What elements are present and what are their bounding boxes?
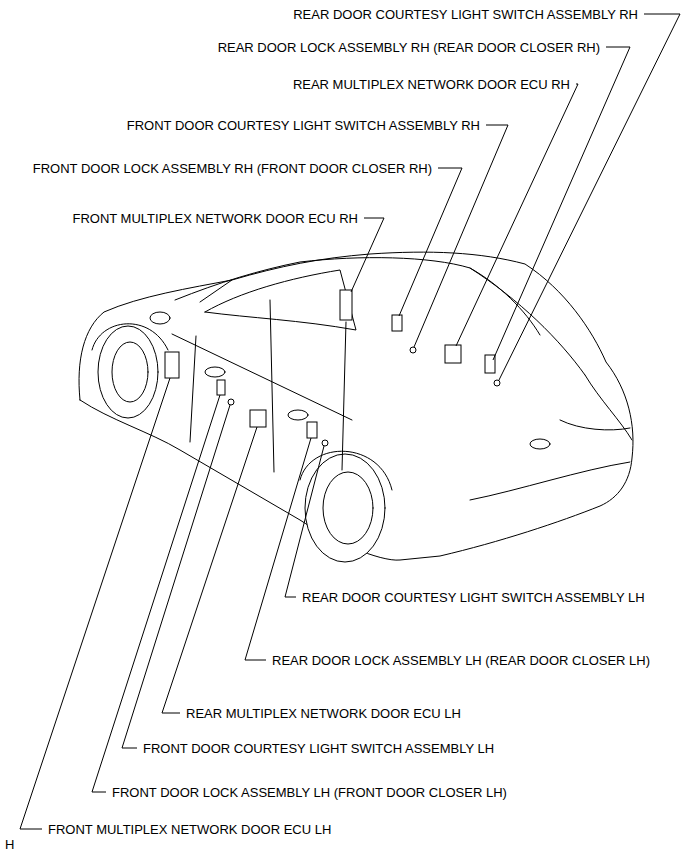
part-label: FRONT DOOR LOCK ASSEMBLY RH (FRONT DOOR … (33, 161, 432, 176)
door-ecu (340, 290, 352, 320)
part-label: FRONT DOOR COURTESY LIGHT SWITCH ASSEMBL… (143, 741, 494, 756)
door-lock (392, 315, 402, 331)
door-ecu (445, 345, 461, 363)
rear-wheel-rim (323, 472, 373, 544)
courtesy-switch (410, 347, 416, 353)
front-door-edge (190, 336, 196, 442)
part-label: FRONT MULTIPLEX NETWORK DOOR ECU RH (72, 211, 358, 226)
door-ecu (250, 410, 266, 427)
door-handle (205, 367, 225, 377)
part-label: REAR DOOR COURTESY LIGHT SWITCH ASSEMBLY… (293, 7, 638, 22)
courtesy-switch (228, 399, 234, 405)
part-label: FRONT DOOR LOCK ASSEMBLY LH (FRONT DOOR … (112, 785, 507, 800)
side-mirror (150, 312, 170, 324)
tail-light (560, 420, 630, 430)
part-label: REAR DOOR LOCK ASSEMBLY LH (REAR DOOR CL… (272, 653, 650, 668)
door-handle (288, 410, 308, 420)
belt-line (172, 334, 352, 420)
figure-code: H (5, 837, 14, 852)
rear-emblem (530, 439, 550, 449)
rear-quarter-edge (342, 322, 346, 470)
leader-line (493, 47, 630, 360)
leader-line (122, 405, 230, 748)
part-label: REAR DOOR LOCK ASSEMBLY RH (REAR DOOR CL… (218, 40, 600, 55)
rear-bumper (470, 462, 630, 500)
leader-line (399, 168, 462, 316)
leader-line (245, 438, 311, 660)
side-window (205, 270, 356, 330)
leader-line (499, 14, 680, 380)
front-wheel (98, 326, 158, 418)
leader-line (20, 378, 170, 829)
courtesy-switch (322, 440, 328, 446)
roof-line (175, 258, 540, 335)
leader-line (285, 446, 324, 597)
part-label: FRONT DOOR COURTESY LIGHT SWITCH ASSEMBL… (127, 118, 480, 133)
leader-lines (20, 14, 680, 829)
rear-wheel (305, 454, 385, 562)
leader-line (92, 395, 220, 792)
part-label: REAR MULTIPLEX NETWORK DOOR ECU LH (186, 706, 461, 721)
wheel-arch-front (92, 324, 168, 350)
front-wheel-rim (112, 342, 148, 402)
courtesy-switch (494, 380, 500, 386)
windshield (200, 280, 232, 302)
part-label: FRONT MULTIPLEX NETWORK DOOR ECU LH (48, 822, 331, 837)
door-ecu (165, 352, 179, 378)
rear-door-edge (270, 300, 274, 472)
parts (165, 290, 500, 446)
door-lock (217, 380, 225, 395)
part-label: REAR DOOR COURTESY LIGHT SWITCH ASSEMBLY… (302, 590, 645, 605)
leader-line (351, 218, 384, 292)
car-body (79, 252, 633, 562)
part-label: REAR MULTIPLEX NETWORK DOOR ECU RH (293, 77, 570, 92)
leader-line (414, 125, 508, 347)
door-lock (307, 422, 317, 438)
